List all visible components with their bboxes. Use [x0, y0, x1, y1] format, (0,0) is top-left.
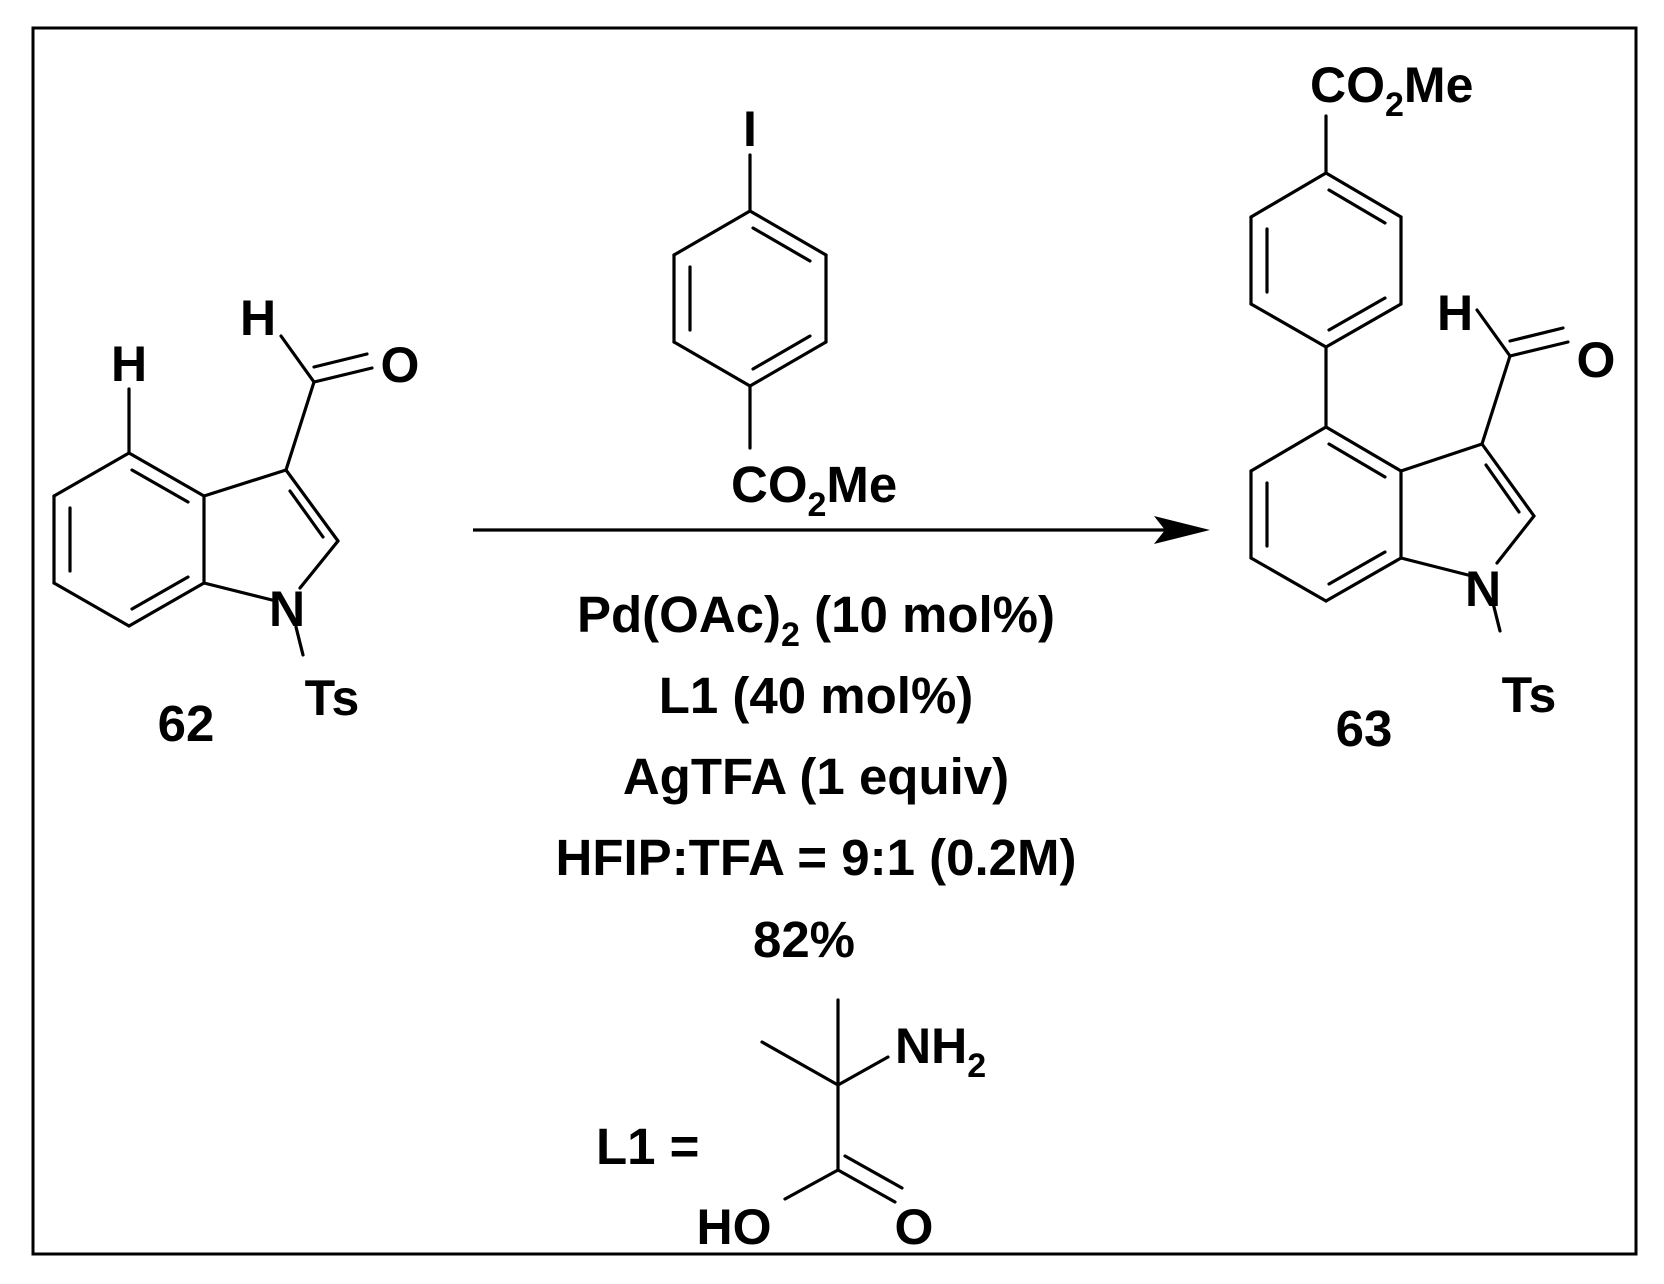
reactant-indole-nitrogen: N — [269, 581, 305, 637]
ligand-hydroxyl-label: HO — [697, 1199, 772, 1255]
reagent-ester-subscript: 2 — [808, 486, 827, 524]
product-63-structure — [1249, 114, 1570, 633]
catalyst-subscript: 2 — [781, 616, 800, 654]
reaction-yield: 82% — [753, 911, 855, 968]
catalyst-loading: (10 mol%) — [800, 586, 1055, 643]
ligand-definition-label: L1 = — [596, 1118, 699, 1175]
condition-additive: AgTFA (1 equiv) — [623, 748, 1009, 805]
reaction-arrow-head — [1154, 516, 1210, 544]
reactant-aldehyde-hydrogen: H — [240, 290, 276, 346]
reactant-compound-number: 62 — [158, 695, 215, 752]
condition-solvent: HFIP:TFA = 9:1 (0.2M) — [556, 829, 1077, 886]
ligand-carbonyl-oxygen: O — [895, 1199, 934, 1255]
reactant-62-structure — [52, 334, 374, 657]
product-compound-number: 63 — [1336, 700, 1393, 757]
iodine-label: I — [743, 101, 757, 157]
reactant-ring-hydrogen: H — [111, 336, 147, 392]
reagent-ester-tail: Me — [826, 456, 897, 513]
scheme-frame — [31, 26, 1638, 1256]
product-indole-nitrogen: N — [1465, 561, 1501, 617]
ligand-amine-main: NH — [895, 1018, 967, 1074]
reagent-ester-label: CO2Me — [731, 456, 897, 524]
product-carbonyl-oxygen: O — [1577, 332, 1616, 388]
reactant-carbonyl-oxygen: O — [381, 337, 420, 393]
ligand-amine-subscript: 2 — [967, 1047, 986, 1085]
reactant-tosyl-group: Ts — [305, 670, 360, 726]
ligand-l1-structure — [760, 998, 904, 1204]
catalyst-main: Pd(OAc) — [577, 586, 781, 643]
product-aldehyde-hydrogen: H — [1437, 285, 1473, 341]
product-ester-main: CO — [1310, 57, 1385, 113]
product-ester-tail: Me — [1404, 57, 1473, 113]
product-ester-label: CO2Me — [1310, 57, 1473, 124]
condition-ligand: L1 (40 mol%) — [659, 667, 974, 724]
product-tosyl-group: Ts — [1502, 667, 1557, 723]
condition-catalyst: Pd(OAc)2 (10 mol%) — [577, 586, 1055, 654]
ligand-amine-label: NH2 — [895, 1018, 986, 1085]
aryl-iodide-structure — [672, 153, 828, 450]
reagent-ester-main: CO — [731, 456, 808, 513]
product-ester-subscript: 2 — [1385, 86, 1404, 124]
